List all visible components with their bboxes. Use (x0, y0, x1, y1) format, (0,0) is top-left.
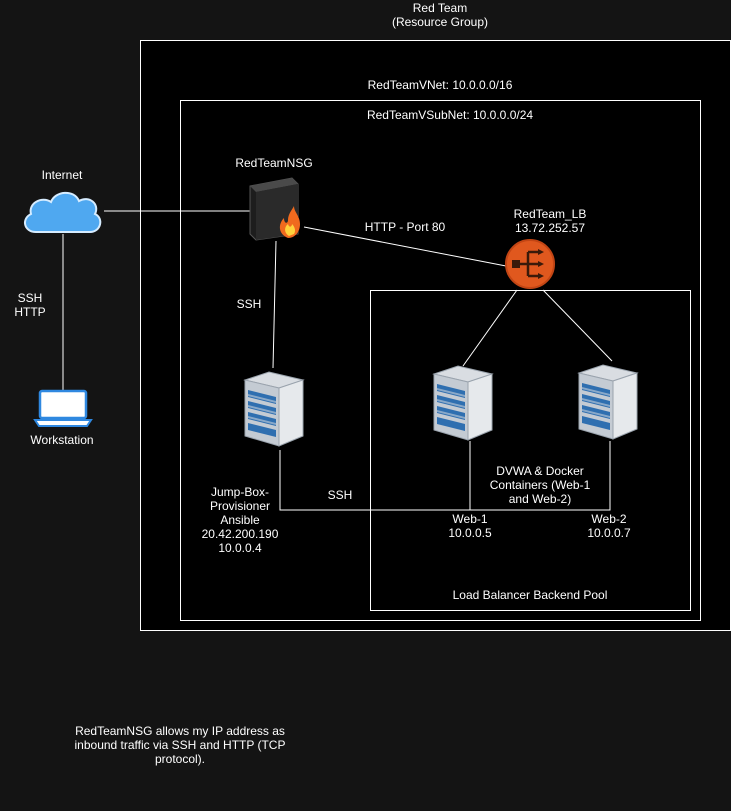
dvwa-label: DVWA & Docker Containers (Web-1 and Web-… (480, 464, 600, 506)
firewall-icon (249, 177, 300, 241)
web2-label: Web-2 10.0.0.7 (579, 512, 639, 540)
edge-nsg-lb (303, 226, 507, 267)
resource-group-label: Red Team (Resource Group) (370, 1, 510, 29)
web1-ip: 10.0.0.5 (448, 526, 492, 540)
ssh-edge-label-jumpbox: SSH (327, 488, 353, 502)
edge-jumpbox-web2 (279, 441, 611, 511)
jumpbox-line3: Ansible (220, 513, 260, 527)
edge-lb-web2 (542, 289, 613, 362)
dvwa-line3: and Web-2) (508, 492, 572, 506)
web2-server-icon (577, 364, 639, 440)
lb-name: RedTeam_LB (513, 207, 587, 221)
internet-label: Internet (41, 168, 83, 182)
jumpbox-server-icon (243, 371, 305, 447)
note-line3: protocol). (154, 752, 206, 766)
lb-ip: 13.72.252.57 (514, 221, 586, 235)
vnet-label: RedTeamVNet: 10.0.0.0/16 (367, 78, 513, 92)
ssh-http-label: SSH HTTP (10, 291, 50, 319)
web2-name: Web-2 (591, 512, 627, 526)
cloud-icon (24, 191, 102, 233)
jumpbox-line1: Jump-Box- (210, 485, 269, 499)
edge-nsg-jumpbox (272, 240, 277, 369)
workstation-label: Workstation (30, 433, 94, 447)
laptop-icon (33, 389, 93, 427)
edge-lb-web1 (462, 289, 518, 367)
web1-name: Web-1 (452, 512, 488, 526)
ssh-http-line2: HTTP (14, 305, 46, 319)
subnet-label: RedTeamVSubNet: 10.0.0.0/24 (366, 108, 534, 122)
backend-pool-label: Load Balancer Backend Pool (452, 588, 608, 602)
note-line1: RedTeamNSG allows my IP address as (75, 724, 285, 738)
http-edge-label: HTTP - Port 80 (364, 220, 446, 234)
lb-label: RedTeam_LB 13.72.252.57 (500, 207, 600, 235)
jumpbox-label: Jump-Box- Provisioner Ansible 20.42.200.… (190, 485, 290, 555)
dvwa-line2: Containers (Web-1 (489, 478, 591, 492)
web2-ip: 10.0.0.7 (587, 526, 631, 540)
web1-label: Web-1 10.0.0.5 (440, 512, 500, 540)
dvwa-line1: DVWA & Docker (496, 464, 584, 478)
jumpbox-line2: Provisioner (209, 499, 271, 513)
note-text: RedTeamNSG allows my IP address as inbou… (55, 724, 305, 766)
resource-group-title: Red Team (412, 1, 468, 15)
ssh-http-line1: SSH (17, 291, 43, 305)
load-balancer-icon (505, 239, 555, 289)
backend-pool-box (370, 290, 691, 611)
web1-server-icon (432, 365, 494, 441)
nsg-label: RedTeamNSG (235, 156, 313, 170)
ssh-edge-label-nsg: SSH (236, 297, 262, 311)
jumpbox-ip-private: 10.0.0.4 (218, 541, 262, 555)
resource-group-subtitle: (Resource Group) (391, 15, 489, 29)
note-line2: inbound traffic via SSH and HTTP (TCP (74, 738, 286, 752)
jumpbox-ip-public: 20.42.200.190 (201, 527, 279, 541)
